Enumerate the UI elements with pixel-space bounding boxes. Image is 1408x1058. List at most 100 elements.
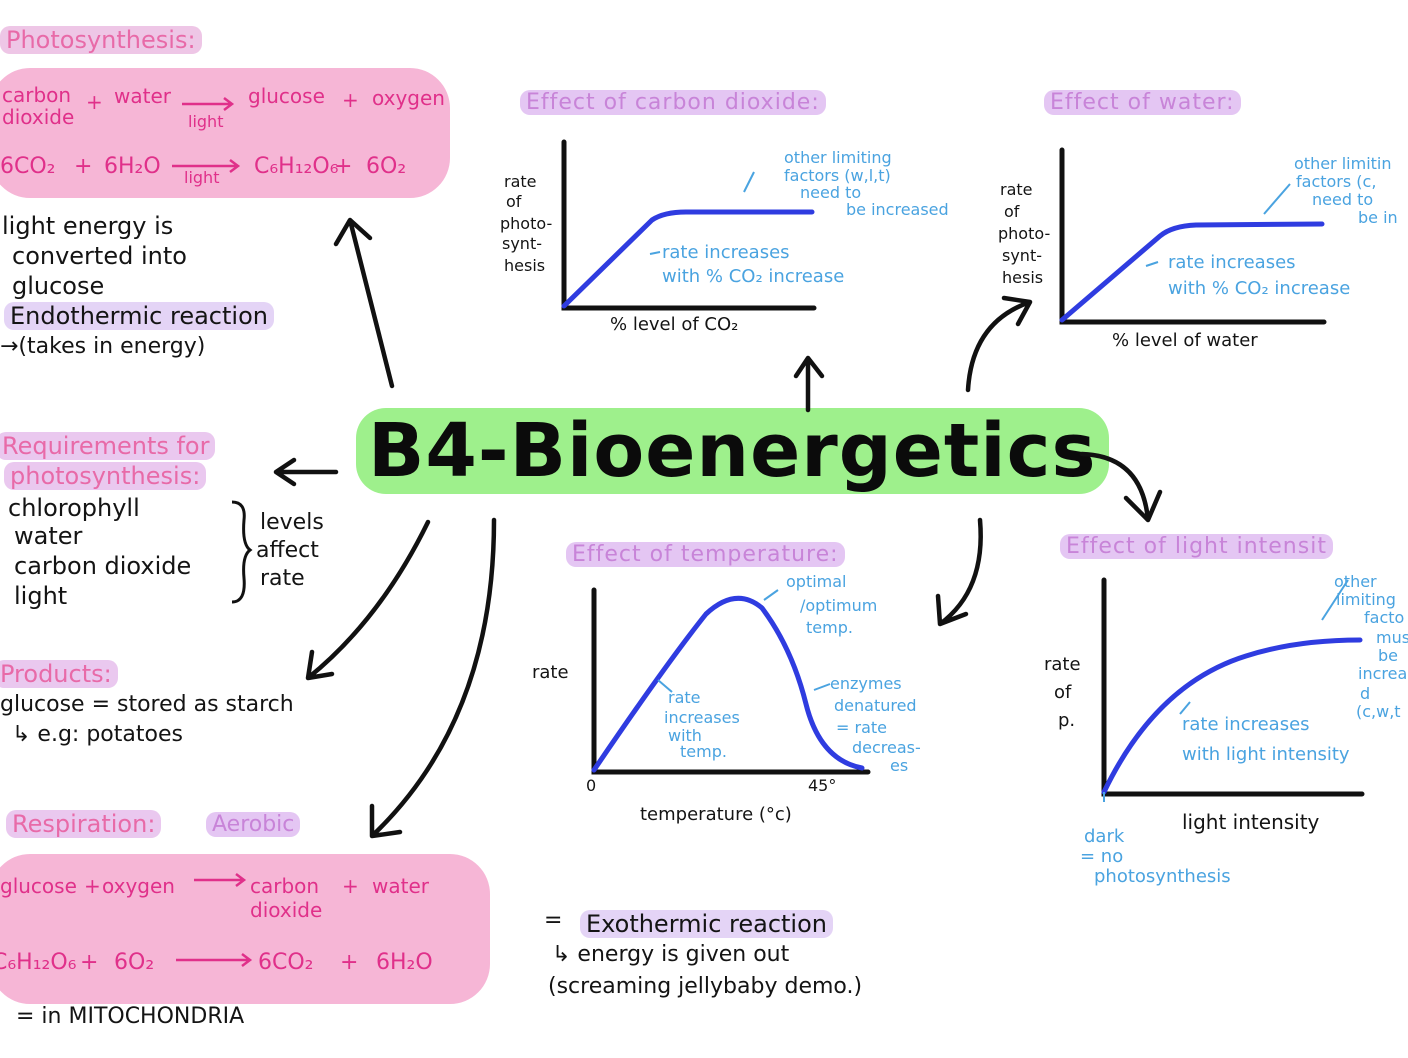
resp-word-r2: oxygen: [102, 874, 175, 898]
ps-endothermic: Endothermic reaction: [4, 302, 274, 330]
ps-sym-r1: 6CO₂: [0, 154, 56, 179]
graph-water-curve: [1059, 221, 1325, 323]
products-heading: Products:: [0, 660, 118, 688]
resp-equation-arrows: [176, 873, 253, 967]
respiration-highlight: [0, 854, 490, 1004]
respiration-heading: Respiration:: [6, 810, 162, 838]
ps-word-plus1: +: [86, 90, 103, 114]
graph-water: [1059, 147, 1327, 325]
respiration-location: = in MITOCHONDRIA: [16, 1004, 245, 1029]
exo-prefix: =: [544, 908, 563, 933]
resp-sym-r1: C₆H₁₂O₆: [0, 950, 77, 975]
graph-light-note-top-3: facto: [1364, 608, 1405, 627]
graph-water-ylabel-4: synt-: [1002, 246, 1042, 265]
graph-co2-heading: Effect of carbon dioxide:: [520, 90, 826, 115]
products-line-1: glucose = stored as starch: [0, 692, 294, 717]
resp-word-p2: water: [372, 874, 429, 898]
brace-note-2: affect: [256, 538, 319, 563]
ps-takes-in: →(takes in energy): [0, 334, 206, 359]
ps-equation-arrows: [172, 97, 241, 173]
graph-light-note-dark-1: dark: [1084, 826, 1125, 847]
graph-light-xlabel: light intensity: [1182, 810, 1320, 834]
graph-water-note-mid-1: rate increases: [1168, 252, 1296, 273]
products-line-2: ↳ e.g: potatoes: [12, 722, 183, 747]
graph-temp-curve: [591, 595, 865, 773]
graph-co2-note-top-2: factors (w,l,t): [784, 166, 891, 185]
exo-line-1: Exothermic reaction: [580, 910, 833, 938]
graph-co2-ylabel-3: photo-: [500, 214, 553, 233]
respiration-type: Aerobic: [206, 812, 301, 837]
graph-water-note-mid-2: with % CO₂ increase: [1168, 278, 1351, 299]
ps-sym-cond: light: [184, 168, 220, 187]
resp-word-plus2: +: [342, 874, 359, 898]
ps-word-cond: light: [188, 112, 224, 131]
graph-temp-note-rate-3: with: [668, 726, 702, 745]
graph-light-note-dark-3: photosynthesis: [1094, 866, 1231, 887]
requirement-water: water: [14, 522, 83, 550]
graph-light-note-top-5: be: [1378, 646, 1398, 665]
graph-light-curve: [1101, 637, 1363, 795]
ps-note-1: light energy is: [2, 212, 174, 240]
graph-temp-note-rate-1: rate: [668, 688, 701, 707]
graph-light-ylabel-1: rate: [1044, 654, 1081, 675]
requirement-chlorophyll: chlorophyll: [8, 494, 140, 522]
graph-co2-curve: [561, 209, 815, 309]
graph-light-note-top-7: d: [1360, 684, 1371, 703]
brace-note-3: rate: [260, 566, 305, 591]
ps-word-p2: oxygen: [372, 86, 445, 110]
graph-temp-ylabel: rate: [532, 662, 569, 683]
graph-light-heading: Effect of light intensit: [1060, 534, 1333, 559]
ps-sym-plus2: +: [334, 154, 353, 179]
graph-light-note-top-2: limiting: [1336, 590, 1396, 609]
ps-sym-r2: 6H₂O: [104, 154, 161, 179]
resp-word-p1: carbon dioxide: [250, 874, 323, 922]
graph-co2-note-top-3: need to: [800, 183, 862, 202]
exo-line-3: (screaming jellybaby demo.): [548, 974, 863, 999]
ps-sym-p2: 6O₂: [366, 154, 407, 179]
graph-co2: [561, 139, 817, 311]
graph-light-note-top-6: increa: [1358, 664, 1408, 683]
graph-temp-note-enz-4: decreas-: [852, 738, 921, 757]
requirement-light: light: [14, 582, 68, 610]
graph-co2-ylabel-4: synt-: [502, 234, 542, 253]
graph-light: [1101, 577, 1365, 802]
graph-water-ylabel-2: of: [1004, 202, 1020, 221]
ps-sym-p1: C₆H₁₂O₆: [254, 154, 339, 179]
graph-temp-note-enz-2: denatured: [834, 696, 917, 715]
ps-word-r1: carbon dioxide: [2, 83, 75, 129]
resp-sym-plus1: +: [80, 950, 99, 975]
graph-temp-note-opt-1: optimal: [786, 572, 847, 591]
graph-temp-note-rate-4: temp.: [680, 742, 727, 761]
resp-word-r1: glucose: [0, 874, 77, 898]
resp-word-plus1: +: [84, 874, 101, 898]
graph-co2-note-mid-2: with % CO₂ increase: [662, 266, 845, 287]
graph-light-note-top-1: other: [1334, 572, 1377, 591]
graph-temp-note-opt-3: temp.: [806, 618, 853, 637]
graph-co2-ylabel-2: of: [506, 192, 522, 211]
graph-temp-note-enz-5: es: [890, 756, 909, 775]
graph-co2-ylabel-5: hesis: [504, 256, 546, 275]
resp-sym-p2: 6H₂O: [376, 950, 433, 975]
graph-temp-x45: 45°: [808, 776, 837, 795]
graph-co2-note-top-1: other limiting: [784, 148, 892, 167]
brace-note-1: levels: [260, 510, 324, 535]
graph-temp: [591, 587, 871, 775]
graph-light-note-top-4: mus: [1376, 628, 1408, 647]
photosynthesis-heading: Photosynthesis:: [0, 26, 202, 54]
ps-sym-plus1: +: [74, 154, 93, 179]
graph-water-heading: Effect of water:: [1044, 90, 1241, 115]
graph-light-ylabel-3: p.: [1058, 710, 1076, 731]
graph-light-note-mid-2: with light intensity: [1182, 744, 1350, 765]
graph-water-ylabel-3: photo-: [998, 224, 1051, 243]
graph-co2-ylabel-1: rate: [504, 172, 537, 191]
ps-note-2: converted into: [12, 242, 187, 270]
graph-temp-note-enz-3: = rate: [836, 718, 887, 737]
graph-water-xlabel: % level of water: [1112, 330, 1258, 351]
ps-word-r2: water: [114, 84, 171, 108]
graph-temp-note-enz-1: enzymes: [830, 674, 902, 693]
requirement-co2: carbon dioxide: [14, 552, 192, 580]
graph-water-note-top-3: need to: [1312, 190, 1374, 209]
resp-sym-plus2: +: [340, 950, 359, 975]
ps-note-3: glucose: [12, 272, 105, 300]
